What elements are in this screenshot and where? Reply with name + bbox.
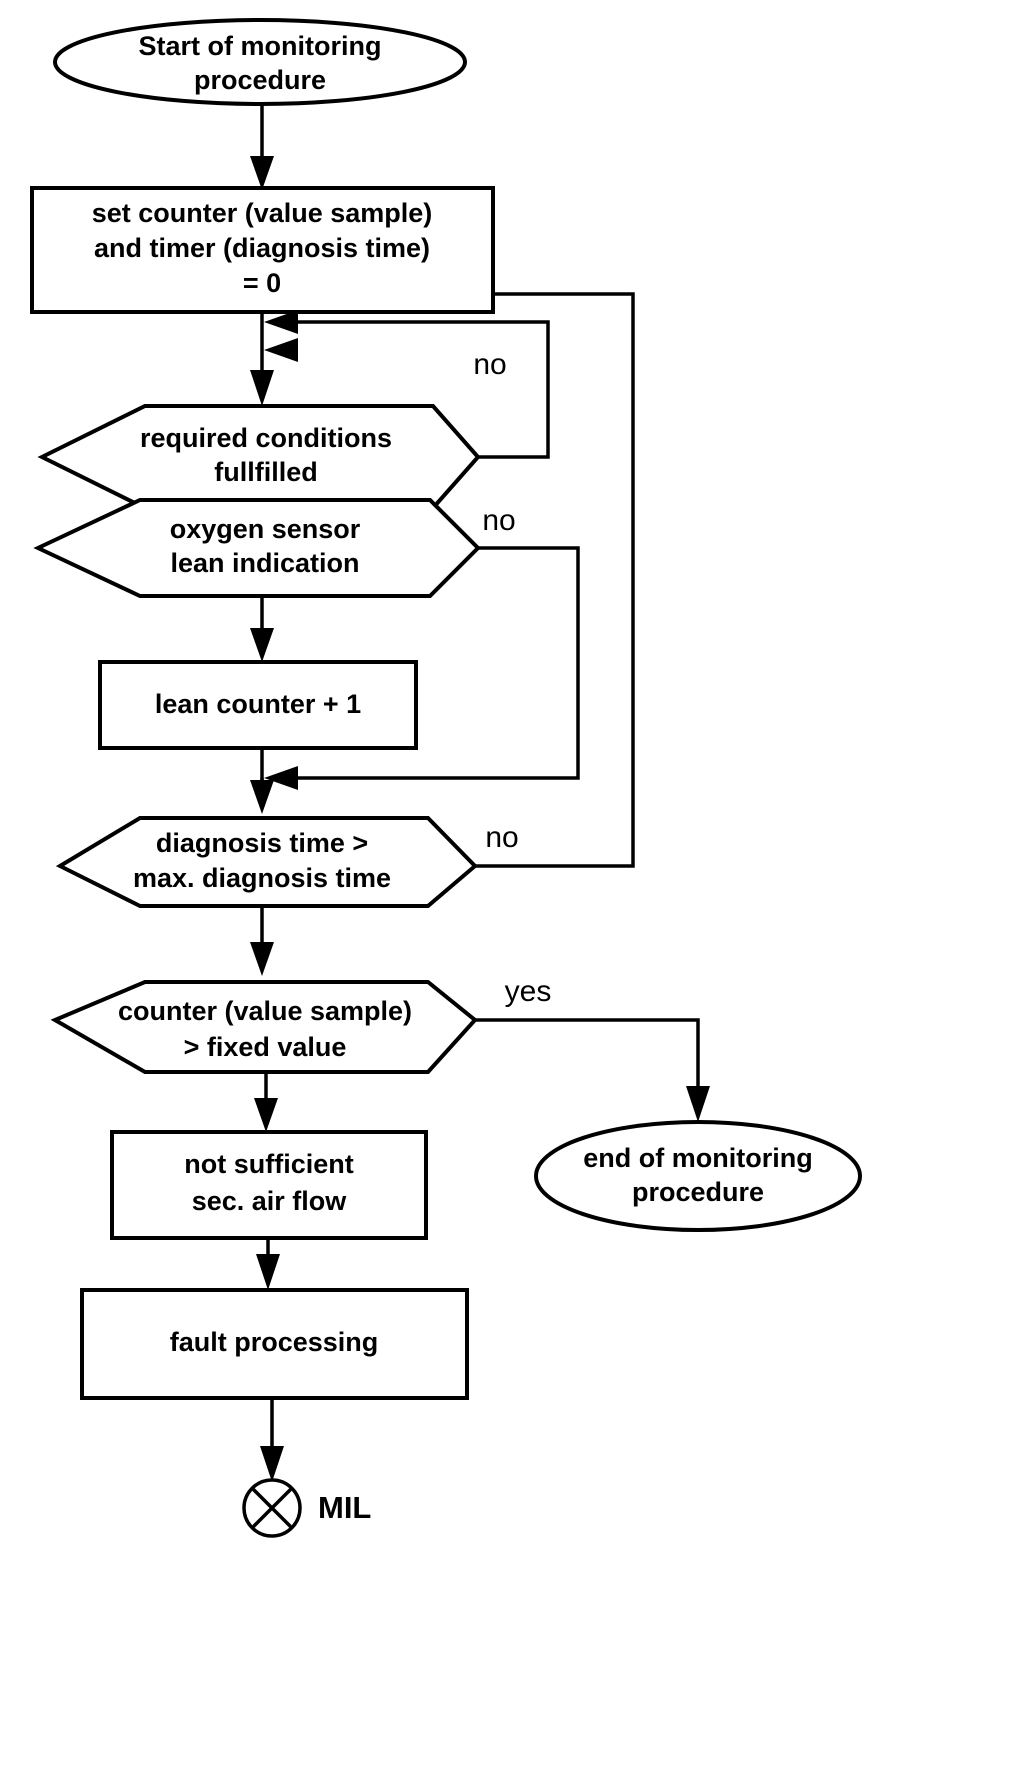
edge-lean-counter-to-diagnosis — [250, 748, 274, 814]
edge-start-to-init — [250, 104, 274, 190]
edge-label-diagnosis-no: no — [485, 821, 518, 854]
node-end[interactable]: end of monitoring procedure — [534, 1120, 862, 1232]
node-oxygen-line2: lean indication — [170, 548, 359, 578]
node-fault-processing[interactable]: fault processing — [80, 1288, 469, 1400]
edge-counter-check-to-not-sufficient — [254, 1072, 278, 1132]
edge-diagnosis-to-counter-check — [250, 906, 274, 976]
node-init[interactable]: set counter (value sample) and timer (di… — [30, 186, 495, 314]
node-end-line2: procedure — [632, 1177, 764, 1207]
edge-label-conditions-no: no — [473, 348, 506, 381]
merge-arrow-conditions-no — [264, 338, 298, 362]
node-counter-check-line1: counter (value sample) — [118, 996, 412, 1026]
node-start-line2: procedure — [194, 65, 326, 95]
node-diagnosis-line1: diagnosis time > — [156, 828, 368, 858]
node-start[interactable]: Start of monitoring procedure — [53, 18, 467, 106]
edge-not-sufficient-to-fault — [256, 1238, 280, 1290]
merge-arrow-diagnosis-no — [264, 310, 298, 334]
node-required-conditions[interactable]: required conditions fullfilled — [37, 404, 481, 510]
node-conditions-line2: fullfilled — [214, 457, 318, 487]
node-diagnosis-time[interactable]: diagnosis time > max. diagnosis time — [55, 816, 478, 908]
edge-conditions-no-loop — [298, 320, 550, 459]
node-not-sufficient-line2: sec. air flow — [192, 1186, 348, 1216]
node-diagnosis-line2: max. diagnosis time — [133, 863, 391, 893]
node-mil-label: MIL — [318, 1490, 371, 1525]
edge-oxygen-to-lean-counter — [250, 596, 274, 662]
node-init-line3: = 0 — [243, 268, 281, 298]
node-mil[interactable]: MIL — [242, 1478, 371, 1538]
node-init-line1: set counter (value sample) — [92, 198, 433, 228]
node-counter-check-line2: > fixed value — [184, 1032, 347, 1062]
node-oxygen-sensor[interactable]: oxygen sensor lean indication — [33, 498, 481, 598]
node-not-sufficient-line1: not sufficient — [184, 1149, 354, 1179]
node-not-sufficient[interactable]: not sufficient sec. air flow — [110, 1130, 428, 1240]
node-end-line1: end of monitoring — [583, 1143, 812, 1173]
node-lean-counter-line1: lean counter + 1 — [155, 689, 361, 719]
node-conditions-line1: required conditions — [140, 423, 392, 453]
edge-oxygen-no-loop — [264, 546, 580, 790]
node-oxygen-line1: oxygen sensor — [170, 514, 361, 544]
edge-counter-check-yes-to-end — [475, 1018, 710, 1122]
node-lean-counter[interactable]: lean counter + 1 — [98, 660, 418, 750]
node-init-line2: and timer (diagnosis time) — [94, 233, 430, 263]
edge-init-to-conditions — [250, 312, 274, 406]
node-fault-processing-line1: fault processing — [170, 1327, 379, 1357]
node-counter-check[interactable]: counter (value sample) > fixed value — [50, 980, 478, 1074]
node-start-line1: Start of monitoring — [139, 31, 382, 61]
edge-label-oxygen-no: no — [482, 504, 515, 537]
edge-fault-to-mil — [260, 1398, 284, 1482]
edge-label-counter-yes: yes — [505, 975, 552, 1008]
